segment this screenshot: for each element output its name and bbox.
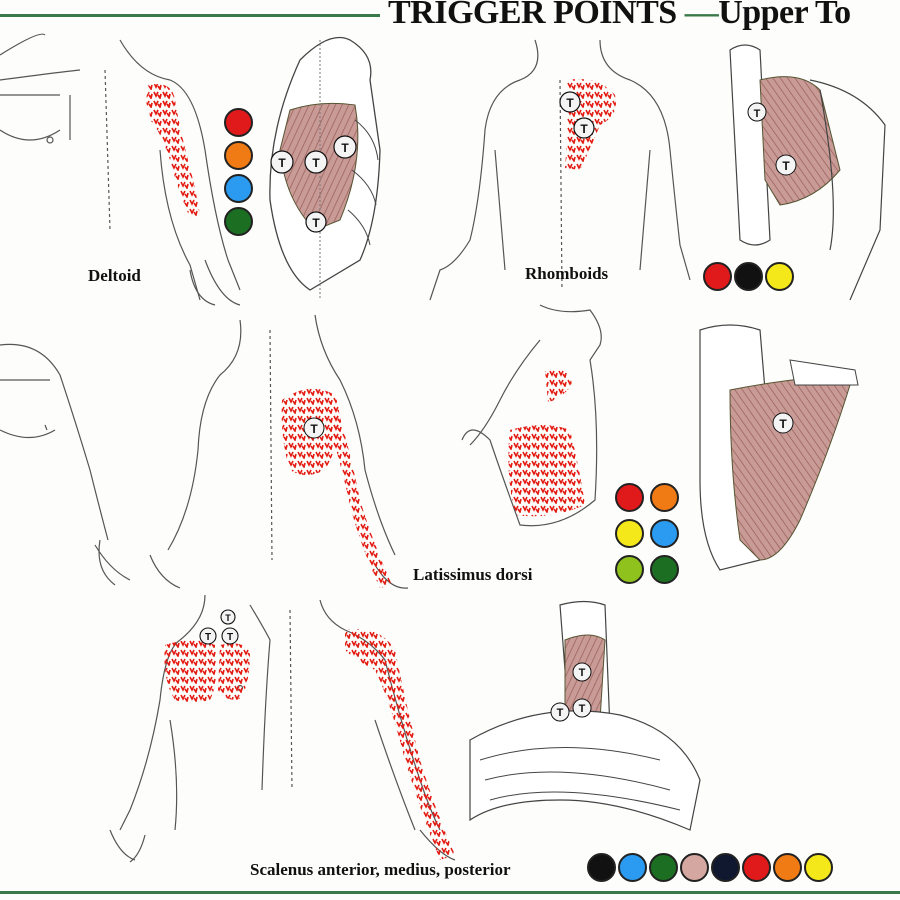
- svg-text:T: T: [557, 707, 564, 719]
- title-main: TRIGGER POINTS: [388, 0, 677, 31]
- color-dot-green: [650, 555, 679, 584]
- latissimus-side-figure: [461, 304, 602, 527]
- latissimus-color-key: [615, 483, 679, 584]
- color-dot-red: [742, 853, 771, 882]
- title-sub: Upper To: [718, 0, 851, 31]
- color-dot-red: [615, 483, 644, 512]
- color-dot-green: [224, 207, 253, 236]
- svg-text:T: T: [754, 108, 761, 120]
- latissimus-front-figure: [0, 343, 131, 586]
- svg-text:T: T: [579, 667, 586, 679]
- rhomboids-back-figure: [429, 39, 691, 301]
- color-dot-yellow: [804, 853, 833, 882]
- header-rule: [0, 14, 380, 17]
- title-dash: —: [684, 0, 719, 31]
- rhomboids-trigger-markers: T T: [559, 91, 595, 139]
- deltoid-referral-zone: [148, 84, 200, 218]
- scalenus-label: Scalenus anterior, medius, posterior: [250, 860, 511, 879]
- svg-text:T: T: [341, 141, 349, 155]
- svg-text:T: T: [566, 96, 574, 110]
- rhomboids-color-key: [703, 262, 794, 291]
- color-dot-orange: [773, 853, 802, 882]
- scalenus-color-key: [587, 853, 833, 882]
- svg-text:T: T: [579, 703, 586, 715]
- svg-text:T: T: [312, 216, 320, 230]
- color-dot-red: [224, 108, 253, 137]
- color-dot-green: [649, 853, 678, 882]
- color-dot-orange: [650, 483, 679, 512]
- svg-text:T: T: [310, 422, 318, 436]
- scalenus-neck-markers: T T T: [199, 609, 239, 645]
- svg-text:T: T: [278, 156, 286, 170]
- deltoid-front-figure: [0, 33, 241, 306]
- color-dot-black: [587, 853, 616, 882]
- svg-text:T: T: [779, 417, 787, 431]
- latissimus-muscle-figure: T: [699, 324, 859, 571]
- deltoid-trigger-markers: T T T T: [270, 135, 357, 233]
- footer-rule: [0, 891, 900, 894]
- color-dot-red: [703, 262, 732, 291]
- color-dot-lime: [615, 555, 644, 584]
- color-dot-blue: [650, 519, 679, 548]
- rhomboids-label: Rhomboids: [525, 264, 609, 283]
- color-dot-black: [734, 262, 763, 291]
- deltoid-label: Deltoid: [88, 266, 141, 285]
- scalenus-front-figure: [109, 594, 271, 863]
- svg-text:T: T: [782, 159, 790, 173]
- color-dot-navy: [711, 853, 740, 882]
- scalenus-arm-referral: [345, 629, 455, 860]
- color-dot-blue: [224, 174, 253, 203]
- svg-text:T: T: [312, 156, 320, 170]
- color-dot-blue: [618, 853, 647, 882]
- deltoid-color-key: [224, 108, 256, 236]
- svg-text:T: T: [225, 613, 231, 623]
- latissimus-trigger-marker: [303, 417, 325, 439]
- scalenus-muscle-figure: T T T: [469, 600, 701, 831]
- color-dot-pink: [680, 853, 709, 882]
- latissimus-label: Latissimus dorsi: [413, 565, 533, 584]
- latissimus-back-figure: [149, 314, 409, 589]
- rhomboids-muscle-figure: T T: [729, 44, 886, 301]
- svg-text:T: T: [580, 122, 588, 136]
- page-title: TRIGGER POINTS —Upper To: [388, 0, 851, 32]
- svg-text:T: T: [205, 632, 211, 643]
- color-dot-yellow: [765, 262, 794, 291]
- scalenus-chest-referral: [164, 640, 217, 703]
- svg-text:T: T: [227, 632, 233, 643]
- color-dot-yellow: [615, 519, 644, 548]
- color-dot-orange: [224, 141, 253, 170]
